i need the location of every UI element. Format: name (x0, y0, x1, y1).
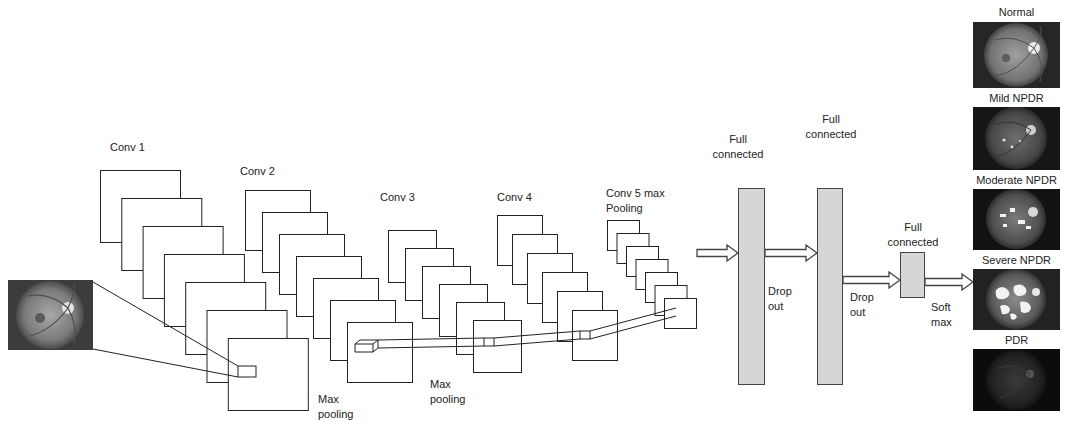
output-mild-image (973, 107, 1060, 170)
projection-line (494, 339, 580, 346)
receptive-field (580, 331, 590, 339)
image-frame (973, 107, 1060, 170)
layer-label: Conv 5 max Pooling (606, 186, 688, 216)
class-label: Severe NPDR (968, 253, 1065, 268)
vessels (998, 366, 1030, 398)
projection-line (93, 349, 238, 377)
haemorrhage-exudates (996, 285, 1031, 320)
retina (986, 269, 1046, 329)
image-frame (973, 189, 1060, 250)
layer-label: Full connected (882, 220, 944, 250)
class-label: PDR (968, 333, 1065, 348)
class-label: Moderate NPDR (968, 173, 1065, 188)
retina (16, 281, 84, 349)
fully-connected-layer: Full connected (800, 112, 862, 385)
layer-bar (900, 252, 925, 298)
feature-map (228, 339, 308, 411)
flow-arrow (765, 245, 817, 261)
retina (986, 350, 1046, 410)
retina (985, 107, 1047, 169)
feature-map (665, 299, 697, 329)
lesion (1011, 146, 1014, 149)
layer-label: Conv 4 (497, 190, 587, 205)
feature-map-stack (245, 190, 413, 383)
feature-map-stack (497, 215, 618, 361)
output-severe-image (973, 269, 1060, 330)
retina (984, 23, 1048, 87)
optic-disc (1032, 288, 1040, 296)
class-label: Mild NPDR (968, 91, 1065, 106)
output-normal-image (973, 22, 1060, 88)
vessels (28, 284, 75, 344)
conv-layer-stack: Conv 2 (240, 164, 350, 383)
conv-layer-stack: Conv 4 (497, 190, 587, 361)
layer-label: Conv 1 (100, 140, 220, 155)
flow-arrow (697, 245, 738, 261)
vessels (994, 26, 1042, 82)
projection-line (590, 316, 676, 339)
feature-map (573, 311, 618, 361)
image-frame (973, 22, 1060, 88)
layer-label: Full connected (800, 112, 862, 142)
image-frame (973, 269, 1060, 330)
projection-lines (93, 282, 676, 377)
feature-map-stack (607, 220, 697, 329)
output-pdr-image (973, 349, 1060, 411)
output-moderate-image (973, 189, 1060, 250)
receptive-field (484, 338, 494, 346)
macula (35, 313, 45, 323)
fully-connected-layer: Full connected (882, 220, 944, 298)
lesion (1002, 138, 1005, 141)
layer-bar (738, 188, 765, 385)
layer-label: Full connected (707, 132, 769, 162)
edge-label: Drop out (768, 284, 798, 314)
edge-label: Soft max (931, 300, 961, 330)
conv-pool-stack: Conv 5 max Pooling (606, 186, 688, 329)
layer-label: Conv 2 (240, 164, 350, 179)
exudates (1000, 208, 1031, 229)
projection-line (378, 338, 484, 340)
operation-label: Max pooling (318, 392, 366, 422)
projection-line (378, 346, 484, 348)
retina (986, 189, 1046, 249)
optic-disc (1028, 207, 1038, 217)
lesion (1019, 140, 1021, 142)
flow-arrow (843, 272, 900, 288)
receptive-field (355, 340, 378, 352)
image-frame (8, 280, 93, 350)
macula (1002, 54, 1010, 62)
vessels (996, 122, 1031, 156)
edge-label: Drop out (850, 290, 880, 320)
layer-bar (817, 188, 843, 385)
projection-line (494, 331, 580, 338)
conv-layer-stack: Conv 3 (380, 190, 470, 373)
input-fundus-image (8, 280, 93, 350)
image-frame (973, 349, 1060, 411)
flow-arrow (925, 274, 973, 290)
layer-label: Conv 3 (380, 190, 470, 205)
receptive-field (238, 366, 256, 377)
class-label: Normal (968, 5, 1065, 20)
feature-map (348, 323, 413, 383)
operation-label: Max pooling (430, 377, 478, 407)
fully-connected-layer: Full connected (707, 132, 769, 385)
